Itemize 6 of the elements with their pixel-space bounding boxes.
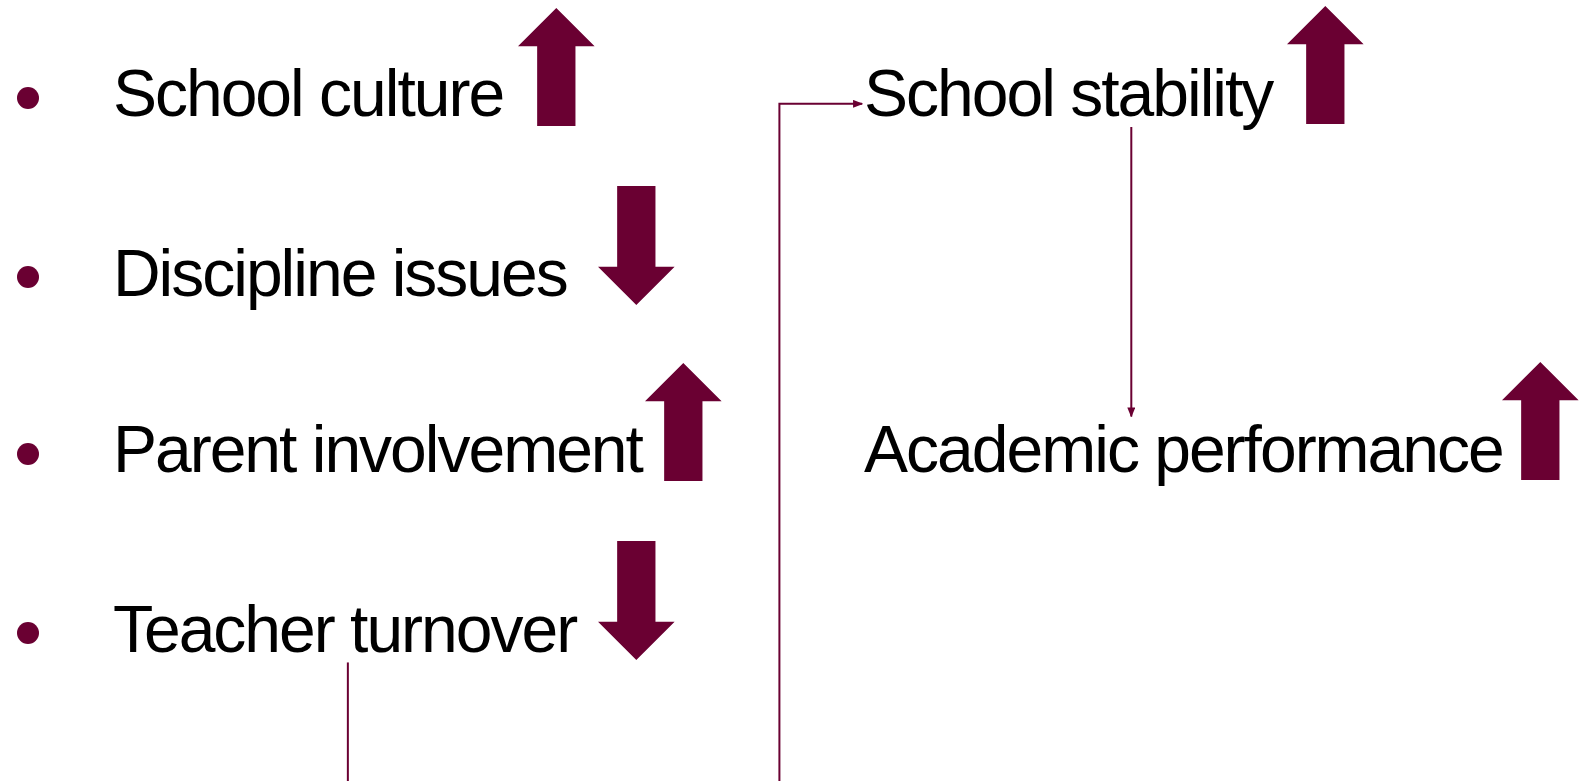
arrow bbox=[1127, 126, 1136, 418]
connector-line bbox=[346, 661, 349, 781]
factor-label: Teacher turnover bbox=[112, 595, 577, 662]
factor-label: Parent involvement bbox=[112, 416, 642, 483]
arrow bbox=[778, 99, 864, 781]
factor-label: School culture bbox=[112, 60, 504, 127]
